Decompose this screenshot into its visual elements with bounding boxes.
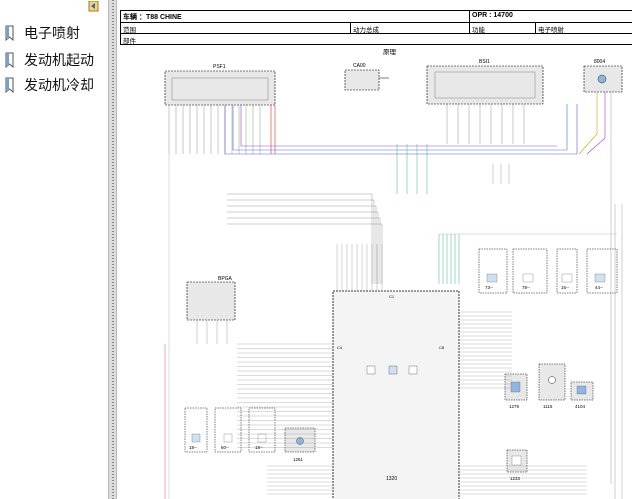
component-label: 1233 [510, 476, 521, 481]
component-4104: 4104 [570, 381, 594, 409]
component-ca00: CA00 [344, 63, 389, 91]
component-bsi1: BSI1 [426, 59, 544, 105]
wire [240, 105, 557, 147]
component-label: 1279 [509, 404, 520, 409]
function-value: 电子喷射 [538, 27, 564, 34]
wire [227, 193, 373, 284]
component-label: 4104 [575, 404, 586, 409]
sub-block-44: 44-- [586, 248, 618, 294]
bookmark-label: 电子喷射 [24, 26, 80, 42]
component-1233: 1233 [506, 449, 528, 481]
pin-group-label: C4 [337, 345, 343, 350]
component-bpga: BPGA [186, 276, 236, 321]
sub-block-label: 60-- [221, 445, 230, 450]
sub-block-label: 16-- [561, 285, 570, 290]
component-label: 1115 [543, 404, 553, 409]
vehicle-field: 车辆 ：T88 CHINE [123, 14, 182, 21]
diagram-title: 原理 [383, 49, 396, 56]
wiring-diagram: PSF1 CA00 BSI1 8004 BPGA 1320 C4 [164, 59, 623, 499]
sub-block-label: 73-- [485, 285, 494, 290]
bookmark-label: 发动机起动 [24, 53, 94, 69]
sub-block-60: 60-- [214, 407, 242, 453]
sub-block-73: 73-- [478, 248, 508, 294]
collapse-panel-icon[interactable] [84, 0, 102, 12]
component-psf1: PSF1 [164, 64, 276, 106]
document-page: 车辆 ：T88 CHINE OPR : 14700 范围 动力总成 功能 电子喷… [117, 0, 632, 499]
wire-harness [164, 92, 623, 499]
component-1261: 1261 [284, 427, 316, 462]
sub-block-16: 16-- [556, 248, 578, 294]
wire [578, 92, 598, 155]
panel-splitter[interactable] [108, 0, 117, 499]
component-label: BPGA [218, 276, 233, 282]
pin-group-label: C1 [389, 294, 395, 299]
component-8004: 8004 [583, 59, 623, 93]
sub-block-18-a: 18-- [184, 407, 208, 453]
function-label: 功能 [472, 27, 485, 34]
wire [227, 199, 375, 284]
bookmark-icon [4, 77, 16, 94]
bookmark-icon [4, 52, 16, 69]
wire [227, 217, 381, 284]
bookmark-item-electronic-injection[interactable]: 电子喷射 [4, 24, 80, 42]
component-label: 8004 [594, 59, 605, 65]
wire [224, 104, 578, 155]
bookmark-item-engine-start[interactable]: 发动机起动 [4, 51, 94, 69]
component-1320-ecu: 1320 C4 C8 C1 [332, 290, 460, 499]
wire [232, 104, 568, 151]
bookmark-icon [4, 25, 16, 42]
opr-field: OPR : 14700 [472, 12, 513, 19]
component-label: 1320 [386, 476, 397, 482]
component-label: BSI1 [479, 59, 490, 65]
sub-block-label: 78-- [522, 285, 531, 290]
component-label: 1261 [293, 457, 304, 462]
component-1279: 1279 [504, 373, 528, 409]
bookmarks-panel: 电子喷射 发动机起动 发动机冷却 [0, 0, 108, 499]
powertrain-label: 动力总成 [353, 27, 379, 34]
wire [227, 205, 377, 284]
wire [227, 223, 383, 284]
sub-block-label: 44-- [595, 285, 604, 290]
sub-block-78: 78-- [512, 248, 548, 294]
bookmark-label: 发动机冷却 [24, 78, 94, 94]
wire [586, 92, 606, 155]
component-1115: 1115 [538, 363, 566, 409]
sub-block-18-b: 18-- [248, 407, 276, 453]
component-label: CA00 [353, 63, 366, 69]
wire [227, 211, 379, 284]
pin-group-label: C8 [439, 345, 445, 350]
sub-block-label: 18-- [189, 445, 198, 450]
bookmark-item-engine-cooling[interactable]: 发动机冷却 [4, 76, 94, 94]
scope-label: 范围 [123, 27, 136, 34]
component-label: 部件 [123, 38, 136, 45]
component-label: PSF1 [213, 64, 226, 70]
